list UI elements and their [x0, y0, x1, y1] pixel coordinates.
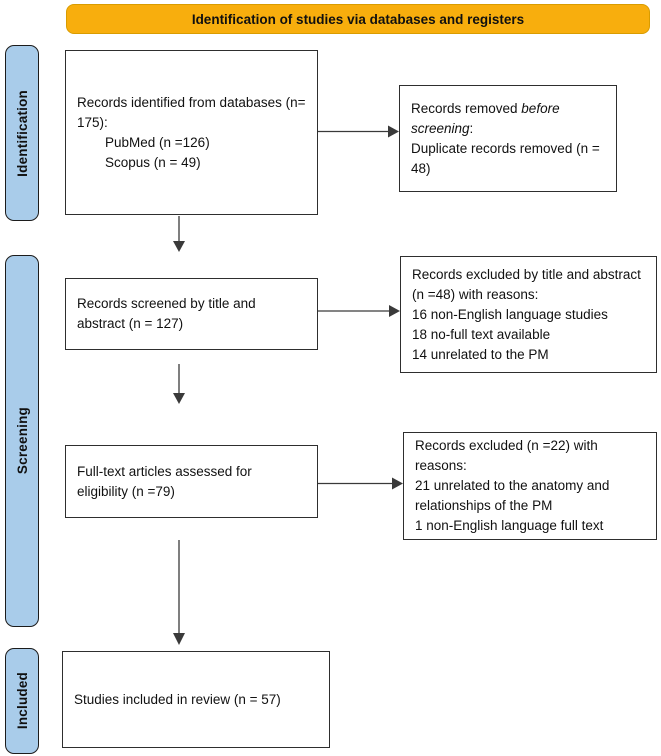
excluded-screening-reason: 14 unrelated to the PM	[412, 346, 549, 362]
excluded-fulltext-reason: 1 non-English language full text	[415, 518, 604, 533]
excluded-screening-reason: 18 no-full text available	[412, 326, 551, 342]
box-excluded-screening: Records excluded by title and abstract (…	[400, 256, 657, 373]
records-removed-suffix: :	[469, 120, 474, 136]
records-removed-heading: Records removed before screening:	[411, 99, 605, 139]
stage-screening-label: Screening	[14, 407, 30, 475]
arrow-screened-to-fulltext	[173, 364, 185, 404]
arrow-fulltext-to-excluded	[318, 477, 403, 490]
records-removed-italic: before screening	[411, 100, 560, 136]
stage-screening: Screening	[5, 255, 39, 627]
records-removed-prefix: Records removed	[411, 100, 522, 116]
fulltext-assessed-text: Full-text articles assessed for eligibil…	[77, 463, 252, 499]
excluded-screening-reason: 16 non-English language studies	[412, 306, 608, 322]
records-removed-detail: Duplicate records removed (n = 48)	[411, 140, 600, 176]
stage-included: Included	[5, 648, 39, 754]
arrow-identified-to-screened	[173, 216, 185, 252]
diagram-title-banner: Identification of studies via databases …	[66, 4, 650, 34]
box-records-removed: Records removed before screening: Duplic…	[399, 85, 617, 192]
stage-included-label: Included	[14, 672, 30, 730]
box-excluded-fulltext: Records excluded (n =22) with reasons: 2…	[403, 432, 657, 540]
records-screened-text: Records screened by title and abstract (…	[77, 296, 256, 331]
excluded-fulltext-reason: 21 unrelated to the anatomy and relation…	[415, 478, 610, 513]
diagram-title: Identification of studies via databases …	[191, 11, 525, 27]
excluded-screening-text: Records excluded by title and abstract (…	[412, 266, 641, 302]
box-records-screened: Records screened by title and abstract (…	[65, 278, 318, 350]
records-identified-pubmed: PubMed (n =126)	[105, 134, 210, 150]
records-identified-scopus: Scopus (n = 49)	[105, 154, 201, 170]
arrow-fulltext-to-included	[173, 540, 185, 645]
stage-identification: Identification	[5, 45, 39, 221]
records-identified-text: Records identified from databases (n= 17…	[77, 94, 306, 130]
box-studies-included: Studies included in review (n = 57)	[62, 651, 330, 748]
box-fulltext-assessed: Full-text articles assessed for eligibil…	[65, 445, 318, 518]
studies-included-text: Studies included in review (n = 57)	[74, 691, 281, 707]
arrow-identified-to-removed	[318, 125, 399, 138]
excluded-fulltext-text: Records excluded (n =22) with reasons:	[415, 438, 598, 473]
arrow-screened-to-excluded	[318, 305, 400, 317]
stage-identification-label: Identification	[14, 89, 30, 177]
box-records-identified: Records identified from databases (n= 17…	[65, 50, 318, 215]
